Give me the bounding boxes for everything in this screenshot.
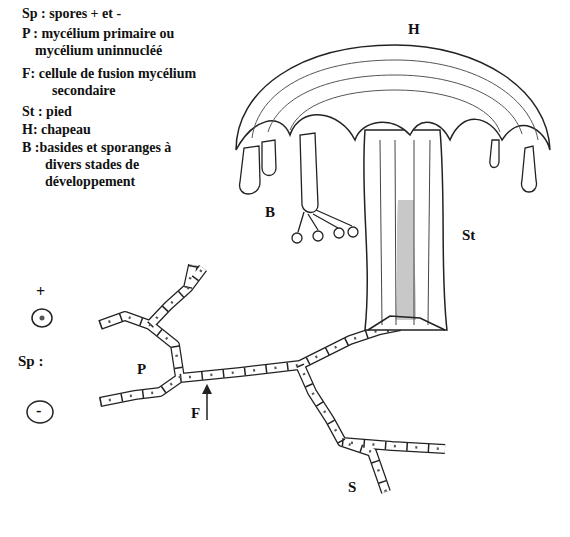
spore-sign: - (36, 401, 41, 420)
part-label: Sp : (18, 352, 43, 370)
legend-key: P : mycélium primaire ou mycélium uninnu… (22, 26, 210, 60)
legend-key: Sp : spores + et - (22, 6, 222, 23)
part-label: F (191, 404, 200, 422)
part-label: P (137, 360, 146, 378)
basidia (240, 133, 537, 243)
legend-key: F: cellule de fusion mycélium secondaire (22, 66, 212, 100)
part-label: B (265, 203, 275, 221)
legend-key: B :basides et sporanges à divers stades … (22, 140, 185, 190)
part-label: St (462, 226, 475, 244)
stipe (364, 130, 447, 330)
legend-key: St : pied (22, 104, 172, 121)
part-label: S (348, 478, 356, 496)
legend-key: H: chapeau (22, 122, 172, 139)
cap (236, 45, 550, 150)
part-label: H (408, 20, 420, 38)
spore-sign: + (36, 282, 45, 301)
pointer-arrow (206, 386, 208, 420)
